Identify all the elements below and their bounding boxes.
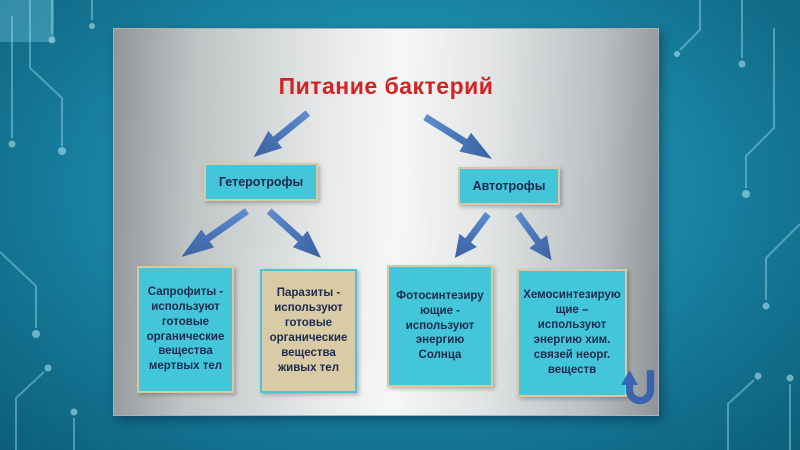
node-saprophytes-text: Сапрофиты - используют готовые органичес… — [146, 285, 225, 373]
diagram-panel: Питание бактерий Гетеротрофы Автотрофы С… — [113, 28, 659, 416]
node-heterotrophs: Гетеротрофы — [204, 163, 318, 201]
node-photosynthetic: Фотосинтезирующие - используют энергию С… — [387, 265, 493, 387]
arrow-heterotrophs-to-parasites — [262, 203, 329, 266]
node-saprophytes: Сапрофиты - используют готовые органичес… — [137, 266, 234, 393]
node-chemosynthetic: Хемосинтезирующие – используют энергию х… — [517, 269, 627, 397]
arrow-autotrophs-to-chemosynthetic — [509, 208, 560, 267]
arrow-autotrophs-to-photosynthetic — [446, 207, 497, 264]
node-photosynthetic-text: Фотосинтезирующие - используют энергию С… — [396, 289, 484, 362]
arrow-heterotrophs-to-saprophytes — [175, 202, 253, 266]
node-parasites: Паразиты - используют готовые органическ… — [260, 269, 357, 393]
corner-glow-decoration — [0, 0, 54, 42]
slide-title: Питание бактерий — [278, 73, 494, 99]
node-autotrophs-label: Автотрофы — [472, 179, 546, 193]
node-autotrophs: Автотрофы — [458, 167, 560, 205]
node-chemosynthetic-text: Хемосинтезирующие – используют энергию х… — [523, 289, 621, 376]
return-arrow-icon[interactable] — [621, 367, 659, 409]
node-parasites-text: Паразиты - используют готовые органическ… — [269, 287, 348, 374]
node-heterotrophs-label: Гетеротрофы — [218, 175, 304, 189]
arrow-title-to-heterotrophs — [247, 104, 315, 165]
arrow-title-to-autotrophs — [419, 108, 498, 169]
